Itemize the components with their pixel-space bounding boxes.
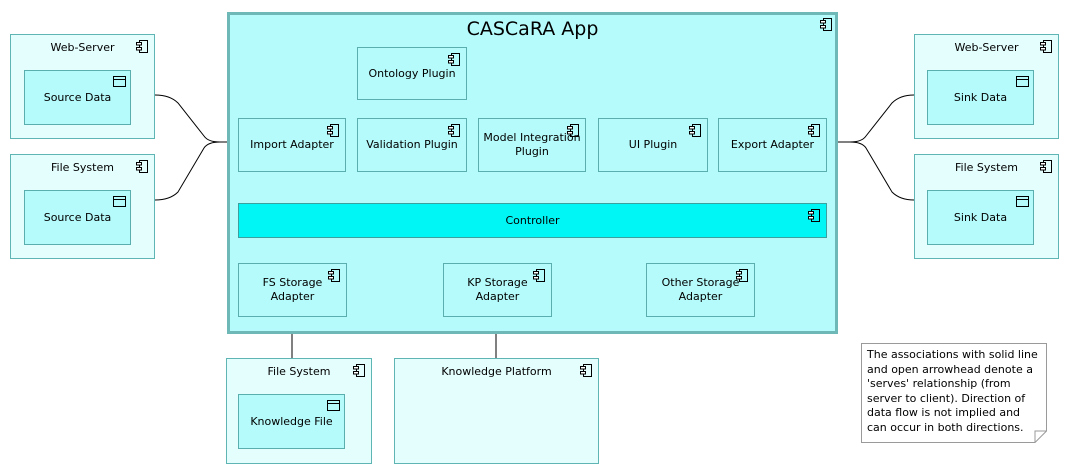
import-adapter[interactable]: Import Adapter — [238, 118, 346, 172]
left-web-source-data-label: Source Data — [43, 90, 112, 104]
bottom-file-system-label: File System — [267, 365, 331, 378]
connector-web-source-import — [154, 94, 237, 142]
left-file-system-label: File System — [51, 161, 114, 174]
connector-web-sink-export — [828, 94, 915, 142]
ui-plugin[interactable]: UI Plugin — [598, 118, 708, 172]
app-title: CASCaRA App — [466, 18, 599, 40]
note-shape — [861, 343, 1047, 443]
component-icon — [448, 124, 460, 137]
component-icon — [689, 124, 701, 137]
ui-plugin-label: UI Plugin — [628, 138, 678, 151]
left-fs-source-data[interactable]: Source Data — [24, 190, 131, 245]
ontology-plugin[interactable]: Ontology Plugin — [357, 47, 467, 100]
left-fs-source-data-label: Source Data — [43, 210, 112, 224]
component-icon — [353, 364, 365, 377]
component-icon — [567, 124, 579, 137]
other-storage-adapter-label: Other Storage Adapter — [661, 276, 740, 303]
artifact-icon — [113, 76, 126, 87]
validation-plugin[interactable]: Validation Plugin — [357, 118, 467, 172]
component-icon — [448, 53, 460, 66]
component-icon — [1040, 160, 1052, 173]
component-icon — [820, 18, 832, 31]
knowledge-platform-label: Knowledge Platform — [441, 365, 552, 378]
artifact-icon — [1016, 76, 1029, 87]
model-integration-plugin[interactable]: Model Integration Plugin — [478, 118, 586, 172]
right-web-sink-data-label: Sink Data — [953, 90, 1008, 104]
kp-storage-adapter[interactable]: KP Storage Adapter — [443, 263, 552, 317]
fs-storage-adapter[interactable]: FS Storage Adapter — [238, 263, 347, 317]
ontology-plugin-label: Ontology Plugin — [368, 66, 456, 80]
note-text: The associations with solid line and ope… — [867, 348, 1038, 434]
artifact-icon — [113, 196, 126, 207]
left-web-source-data[interactable]: Source Data — [24, 70, 131, 125]
component-icon — [328, 269, 340, 282]
import-adapter-label: Import Adapter — [250, 138, 334, 151]
other-storage-adapter[interactable]: Other Storage Adapter — [646, 263, 755, 317]
knowledge-platform[interactable]: Knowledge Platform — [394, 358, 599, 464]
kp-storage-adapter-label: KP Storage Adapter — [467, 276, 528, 303]
component-icon — [808, 124, 820, 137]
component-icon — [533, 269, 545, 282]
right-file-system-label: File System — [955, 161, 1018, 174]
right-fs-sink-data[interactable]: Sink Data — [927, 190, 1034, 245]
knowledge-file[interactable]: Knowledge File — [238, 394, 345, 449]
right-fs-sink-data-label: Sink Data — [953, 210, 1008, 224]
component-icon — [736, 269, 748, 282]
right-web-sink-data[interactable]: Sink Data — [927, 70, 1034, 125]
artifact-icon — [327, 400, 340, 411]
left-web-server-label: Web-Server — [50, 41, 115, 54]
component-icon — [136, 160, 148, 173]
component-icon — [136, 40, 148, 53]
export-adapter-label: Export Adapter — [730, 138, 815, 151]
right-web-server-label: Web-Server — [954, 41, 1019, 54]
component-icon — [1040, 40, 1052, 53]
export-adapter[interactable]: Export Adapter — [718, 118, 827, 172]
fs-storage-adapter-label: FS Storage Adapter — [262, 276, 323, 303]
connector-fs-source-import — [154, 141, 221, 201]
validation-plugin-label: Validation Plugin — [366, 138, 458, 151]
component-icon — [808, 209, 820, 222]
knowledge-file-label: Knowledge File — [250, 414, 333, 428]
model-integration-plugin-label: Model Integration Plugin — [483, 131, 581, 158]
controller[interactable]: Controller — [238, 203, 827, 238]
controller-label: Controller — [505, 213, 560, 227]
component-icon — [580, 364, 592, 377]
connector-fs-sink-export — [849, 141, 915, 201]
legend-note: The associations with solid line and ope… — [861, 343, 1047, 443]
artifact-icon — [1016, 196, 1029, 207]
component-icon — [327, 124, 339, 137]
